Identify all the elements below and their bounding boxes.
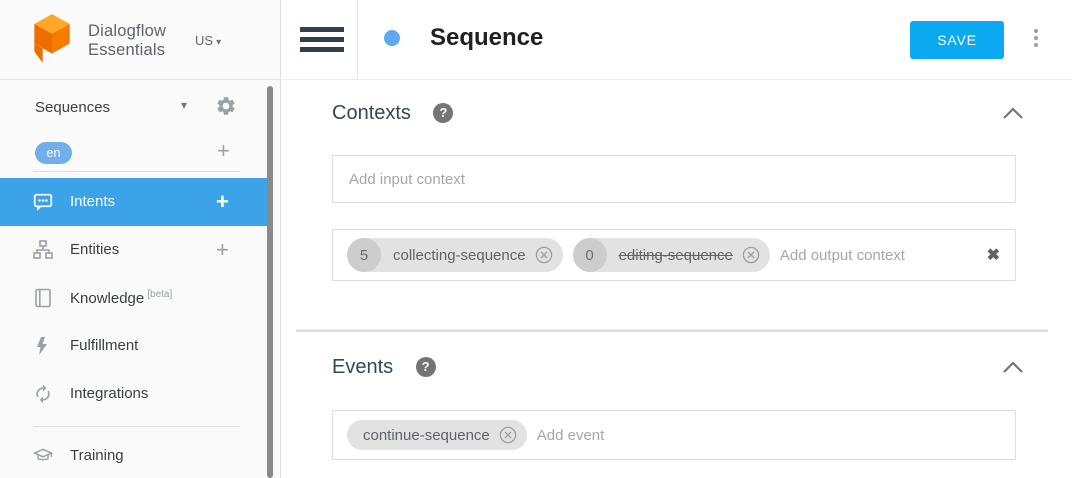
context-lifespan-badge[interactable]: 5 [347, 238, 381, 272]
region-selector[interactable]: US▾ [195, 33, 221, 48]
page-title: Sequence [430, 24, 544, 51]
context-chip-label: editing-sequence [618, 246, 733, 264]
events-section-header: Events ? [332, 356, 436, 382]
sidebar-item-intents[interactable]: Intents + [0, 178, 267, 226]
sidebar: Dialogflow Essentials US▾ Sequences ▾ en… [0, 0, 281, 478]
sidebar-item-label: Entities [70, 241, 120, 258]
help-icon[interactable]: ? [415, 357, 436, 377]
lightning-bolt-icon [37, 337, 47, 355]
contexts-heading: Contexts [332, 102, 411, 124]
main-header: Sequence SAVE [282, 0, 1072, 80]
graduation-cap-icon [33, 448, 53, 461]
sidebar-item-knowledge[interactable]: Knowledge[beta] [0, 274, 267, 322]
sidebar-scrollbar[interactable] [267, 86, 273, 478]
remove-chip-icon[interactable] [741, 245, 761, 265]
remove-chip-icon[interactable] [498, 425, 518, 445]
contexts-section-header: Contexts ? [332, 102, 454, 128]
output-context-chip[interactable]: 5 collecting-sequence [347, 238, 563, 272]
add-language-button[interactable]: + [217, 138, 230, 163]
add-intent-button[interactable]: + [216, 189, 229, 214]
agent-row: Sequences ▾ [0, 95, 267, 127]
collapse-chevron-up-icon[interactable] [1002, 360, 1024, 374]
logo-row: Dialogflow Essentials US▾ [0, 0, 280, 80]
section-divider [296, 330, 1048, 332]
agent-dropdown-caret-icon[interactable]: ▾ [181, 98, 188, 112]
save-button[interactable]: SAVE [910, 21, 1004, 59]
context-lifespan-badge[interactable]: 0 [572, 238, 607, 272]
app-title: Dialogflow Essentials [88, 22, 166, 60]
language-badge[interactable]: en [35, 142, 72, 164]
sync-arrows-icon [36, 384, 50, 404]
header-divider [357, 0, 358, 79]
sidebar-item-label: Knowledge [70, 290, 145, 307]
remove-chip-icon[interactable] [534, 245, 554, 265]
sidebar-item-fulfillment[interactable]: Fulfillment [0, 322, 267, 370]
event-chip-label: continue-sequence [363, 426, 490, 444]
collapse-chevron-up-icon[interactable] [1002, 106, 1024, 120]
event-field[interactable]: continue-sequence [332, 410, 1016, 460]
agent-name[interactable]: Sequences [35, 99, 111, 116]
clear-contexts-icon[interactable]: ✖ [986, 247, 1000, 264]
app-title-line2: Essentials [88, 41, 166, 59]
add-output-context-input[interactable] [779, 246, 971, 264]
sidebar-item-label: Intents [70, 193, 116, 210]
hamburger-menu-icon[interactable] [300, 27, 344, 53]
main-panel: Sequence SAVE Contexts ? 5 collecting-se… [282, 0, 1072, 478]
output-context-field[interactable]: 5 collecting-sequence 0 editing-sequence… [332, 229, 1016, 281]
kebab-menu-icon[interactable] [1028, 29, 1044, 53]
events-heading: Events [332, 356, 394, 378]
add-event-input[interactable] [536, 426, 999, 444]
beta-tag: [beta] [147, 289, 173, 300]
input-context-field[interactable] [332, 155, 1016, 203]
region-label: US [195, 33, 214, 48]
caret-down-icon: ▾ [216, 37, 222, 48]
app-title-line1: Dialogflow [88, 22, 167, 40]
sidebar-divider [33, 426, 240, 427]
sidebar-item-integrations[interactable]: Integrations [0, 370, 267, 418]
add-input-context-input[interactable] [349, 170, 999, 188]
output-context-chip[interactable]: 0 editing-sequence [572, 238, 770, 272]
language-row: en + [0, 138, 267, 165]
book-icon [35, 288, 51, 308]
sitemap-icon [33, 240, 53, 259]
sidebar-divider [33, 171, 240, 172]
context-chip-label: collecting-sequence [393, 246, 526, 264]
sidebar-item-training[interactable]: Training [0, 432, 267, 478]
sidebar-item-entities[interactable]: Entities + [0, 226, 267, 274]
agent-settings-gear-icon[interactable] [215, 95, 237, 117]
sidebar-item-label: Training [70, 447, 124, 464]
help-icon[interactable]: ? [433, 103, 454, 123]
add-entity-button[interactable]: + [216, 237, 229, 262]
dialogflow-logo-icon [34, 14, 70, 63]
sidebar-item-label: Integrations [70, 385, 149, 402]
event-chip[interactable]: continue-sequence [347, 420, 527, 450]
chat-bubble-icon [33, 193, 53, 211]
sidebar-item-label: Fulfillment [70, 337, 139, 354]
intent-status-dot [384, 30, 400, 46]
